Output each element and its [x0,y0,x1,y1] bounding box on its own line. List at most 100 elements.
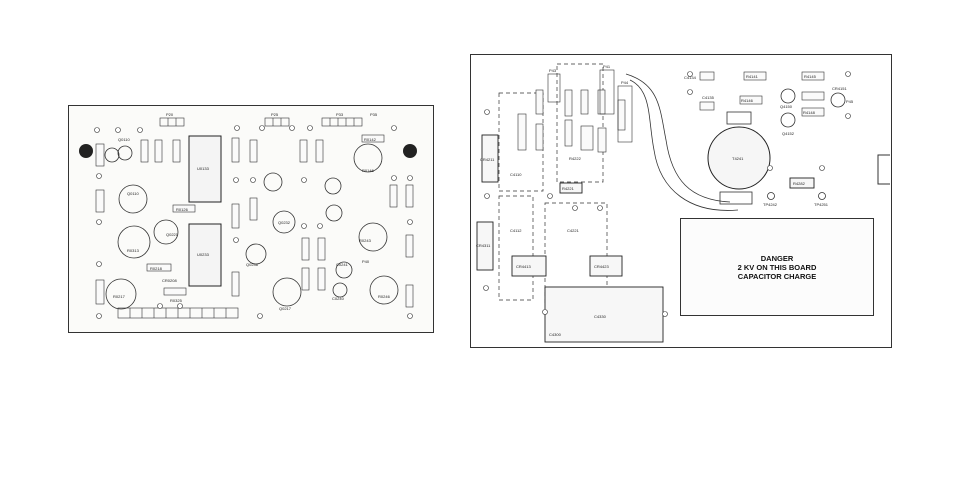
label-r0126: R0126 [176,207,189,212]
label-c4221: C4221 [567,228,580,233]
label-c0240: C0240 [332,296,345,301]
label-r0246: R0246 [378,294,391,299]
label-q0217: Q0217 [279,306,292,311]
danger-warning-text: DANGER 2 KV ON THIS BOARD CAPACITOR CHAR… [738,254,817,281]
label-cr0208: CR0208 [162,278,177,283]
label-cr4151: CR4151 [832,86,847,91]
transformer-t4241 [707,126,771,190]
label-r4145: R4145 [804,74,817,79]
label-c4112: C4112 [510,228,522,233]
right-circuit-board [470,54,892,348]
label-r0313: R0313 [127,248,140,253]
connector-p33 [321,117,363,127]
label-c4134: C4134 [684,75,697,80]
component-r0313 [117,225,151,259]
ic-u0233 [188,223,222,287]
region-c4112 [498,195,534,301]
component-tp4251 [818,192,826,200]
connector-bottom [117,307,239,319]
label-r0146: R0146 [362,168,375,173]
component-q-small [263,172,283,192]
component-tp4242 [767,192,775,200]
label-r0217: R0217 [113,294,126,299]
label-c4135: C4135 [702,95,715,100]
danger-warning-box: DANGER 2 KV ON THIS BOARD CAPACITOR CHAR… [680,218,874,316]
label-c4300: C4300 [549,332,562,337]
component-r0243 [358,222,388,252]
connector-p43 [547,73,561,103]
component-q0217 [272,277,302,307]
transformer-bracket-bottom [719,191,753,205]
label-u0133: U0133 [197,166,210,171]
label-u0233: U0233 [197,252,210,257]
label-p35: P35 [370,112,378,117]
label-q4152: Q4152 [782,131,795,136]
label-r4222: R4222 [569,156,582,161]
label-cr4413: CR4413 [516,264,531,269]
component-cr4311 [476,221,494,271]
label-p45: P45 [846,99,854,104]
label-q0236: Q0236 [246,262,259,267]
wire-hv-1 [625,73,731,203]
component-q4152 [780,112,796,128]
label-tp4242: TP4242 [763,202,778,207]
component-cr4413 [511,255,547,277]
label-r4141: R4141 [746,74,759,79]
label-c4330: C4330 [594,314,607,319]
component-r4282 [789,177,815,189]
label-tp4251: TP4251 [814,202,829,207]
component-r4221 [559,182,583,194]
label-p25: P25 [271,112,279,117]
wire-hv-2 [629,79,739,211]
label-r4148: R4148 [803,110,816,115]
label-q4150: Q4150 [780,104,793,109]
label-r4282: R4282 [793,181,806,186]
component-q-small [324,177,342,195]
label-p33: P33 [336,112,344,117]
component-q0236 [245,243,267,265]
connector-p44 [617,85,633,143]
label-p44: P44 [621,80,629,85]
connector-p20 [159,117,185,127]
mounting-hole [403,144,417,158]
component-r0142 [353,143,383,173]
ic-u0133 [188,135,222,203]
label-q0221: Q0221 [166,232,179,237]
danger-capacitor-line: CAPACITOR CHARGE [737,271,817,281]
component-q-small [104,147,120,163]
board-notch [877,154,890,185]
component-q0110 [118,184,148,214]
label-r0142: R0142 [364,137,377,142]
label-r4146: R4146 [741,98,754,103]
label-c4110: C4110 [510,172,522,177]
component-c0240 [332,282,348,298]
label-cr4423: CR4423 [594,264,609,269]
component-c0241 [335,261,353,279]
component-q-small [117,145,133,161]
label-r0243: R0243 [359,238,372,243]
component-q4150 [780,88,796,104]
danger-heading: DANGER [760,253,794,263]
label-q0110b: Q0110 [118,137,130,142]
label-cr4211: CR4211 [480,157,495,162]
label-r0218: R0218 [150,266,163,271]
component-q0232 [272,210,296,234]
label-q0110: Q0110 [127,191,139,196]
label-c0241: C0241 [336,262,349,267]
danger-voltage-line: 2 KV ON THIS BOARD [737,262,817,272]
label-p43: P43 [549,68,557,73]
region-top-mid [556,63,604,183]
component-q-small [325,204,343,222]
component-cr4151 [830,92,846,108]
connector-p25 [264,117,290,127]
component-r0217 [105,278,137,310]
label-p41: P41 [603,64,611,69]
label-cr4311: CR4311 [476,243,491,248]
transformer-bracket-top [726,111,752,125]
component-c4330 [544,286,664,343]
component-cr4211 [481,134,499,183]
component-cr4423 [589,255,623,277]
label-r0325: R0325 [170,298,183,303]
